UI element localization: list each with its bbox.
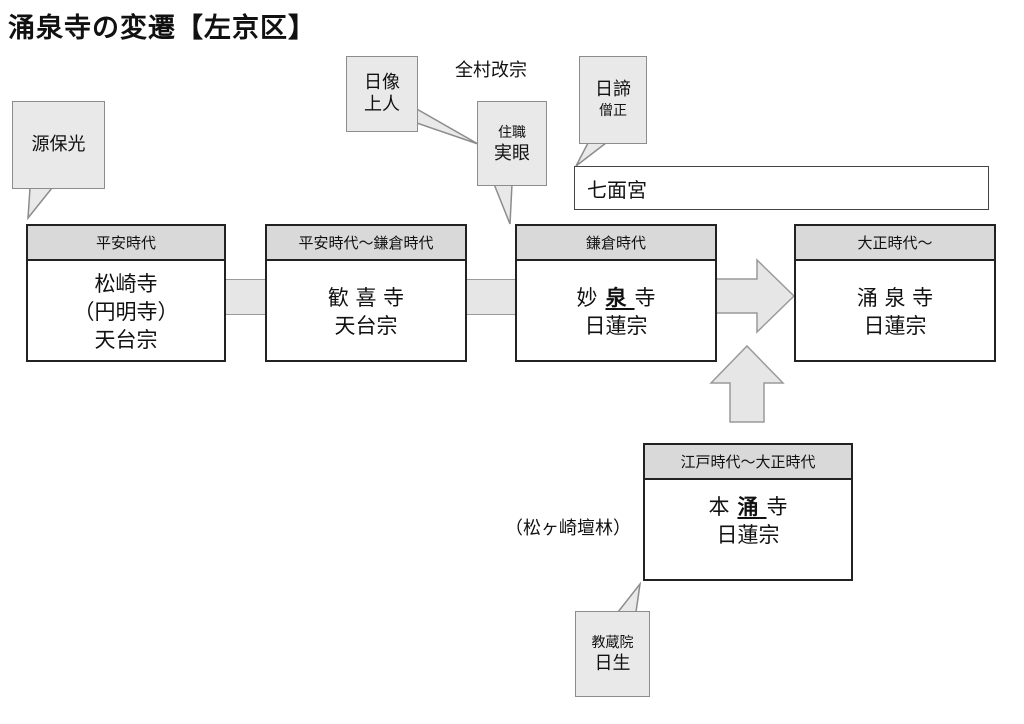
sect-tendai: 天台宗 [94,327,158,352]
honyuji-char-3: 寺 [766,495,796,519]
era-header-edo: 江戸時代～大正時代 [645,445,851,480]
temple-alias-enmyoji: （円明寺） [73,299,179,324]
callout-tail-jitsugen [492,183,513,225]
edo-note-matsugasaki-danrin: （松ヶ崎壇林） [505,518,631,539]
callout-nichizo: 日像 上人 [346,56,418,132]
callout-jitsugen-line1: 住職 [498,124,526,141]
sect-tendai-2: 天台宗 [334,313,398,338]
era-body-heian-kamakura: 歓 喜 寺 天台宗 [267,261,465,362]
era-body-edo: 本涌寺 日蓮宗 [645,480,851,556]
sect-nichiren-taisho: 日蓮宗 [863,313,927,338]
callout-jitsugen: 住職 実眼 [477,101,547,186]
era-body-kamakura: 妙泉寺 日蓮宗 [517,261,715,362]
callout-tail-nichizo [407,102,479,145]
callout-jitsugen-line2: 実眼 [494,142,530,164]
era-body-taisho: 涌 泉 寺 日蓮宗 [796,261,994,362]
era-box-edo: 江戸時代～大正時代 本涌寺 日蓮宗 [643,443,853,581]
myosenji-char-3: 寺 [634,285,664,310]
temple-name-myosenji: 妙泉寺 [569,284,664,312]
era-box-heian-kamakura: 平安時代～鎌倉時代 歓 喜 寺 天台宗 [265,224,467,362]
era-header-heian-kamakura: 平安時代～鎌倉時代 [267,226,465,261]
era-box-heian: 平安時代 松崎寺 （円明寺） 天台宗 [26,224,226,362]
shichimengu-box: 七面宮 [574,166,989,210]
callout-nittei-line1: 日諦 [595,79,631,100]
arrow-honyuji-to-yusenji [709,344,785,423]
myosenji-key-char: 泉 [605,285,635,310]
era-header-kamakura: 鎌倉時代 [517,226,715,261]
callout-kyozoin-line1: 教蔵院 [591,635,634,651]
era-header-heian: 平安時代 [28,226,224,261]
arrow-myosenji-to-yusenji [715,258,796,334]
callout-nittei: 日諦 僧正 [579,56,647,144]
callout-tail-kyozoin [616,581,642,613]
callout-minamoto: 源保光 [12,101,105,189]
connector-heian-to-kangiji [224,279,266,315]
callout-minamoto-text: 源保光 [31,134,86,155]
sect-nichiren-edo: 日蓮宗 [716,523,780,547]
myosenji-char-1: 妙 [576,285,606,310]
callout-nichizo-line1: 日像 [364,72,400,93]
era-header-taisho: 大正時代～ [796,226,994,261]
callout-nittei-line2: 僧正 [599,103,627,119]
era-body-heian: 松崎寺 （円明寺） 天台宗 [28,261,224,362]
temple-name-matsugasakiji: 松崎寺 [94,271,158,296]
honyuji-key-char: 涌 [737,495,767,519]
connector-kangiji-to-myosenji [465,279,517,315]
callout-kyozoin-line2: 日生 [594,653,631,674]
callout-nichizo-line2: 上人 [364,94,400,115]
temple-name-kangiji: 歓 喜 寺 [327,285,405,310]
callout-tail-nittei [575,142,609,167]
callout-kyozoin: 教蔵院 日生 [575,611,650,697]
honyuji-char-1: 本 [708,495,738,519]
temple-name-honyuji: 本涌寺 [701,493,796,521]
sect-nichiren-kamakura: 日蓮宗 [584,313,648,338]
callout-tail-minamoto [27,187,54,221]
era-box-kamakura: 鎌倉時代 妙泉寺 日蓮宗 [515,224,717,362]
era-box-taisho: 大正時代～ 涌 泉 寺 日蓮宗 [794,224,996,362]
temple-name-yusenji: 涌 泉 寺 [856,285,934,310]
village-conversion-label: 全村改宗 [455,60,527,81]
page-title: 涌泉寺の変遷【左京区】 [8,13,316,44]
shichimengu-label: 七面宮 [587,177,647,202]
